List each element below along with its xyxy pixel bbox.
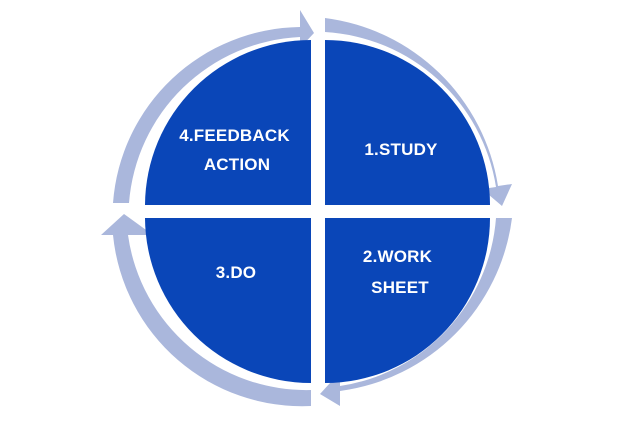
quadrant-feedback	[145, 39, 311, 205]
quadrant-worksheet	[325, 218, 490, 383]
quadrant-study	[325, 40, 490, 205]
quadrant-do	[145, 218, 311, 383]
arrow-segment-feedback	[113, 10, 314, 203]
arrow-segment-do	[101, 214, 311, 407]
label-study: 1.STUDY	[364, 140, 438, 159]
label-do: 3.DO	[216, 263, 256, 282]
label-worksheet: 2.WORK SHEET	[363, 247, 437, 297]
arrow-segment-study	[325, 18, 512, 206]
arrow-segment-worksheet	[320, 218, 512, 406]
label-feedback: 4.FEEDBACK ACTION	[179, 126, 295, 174]
